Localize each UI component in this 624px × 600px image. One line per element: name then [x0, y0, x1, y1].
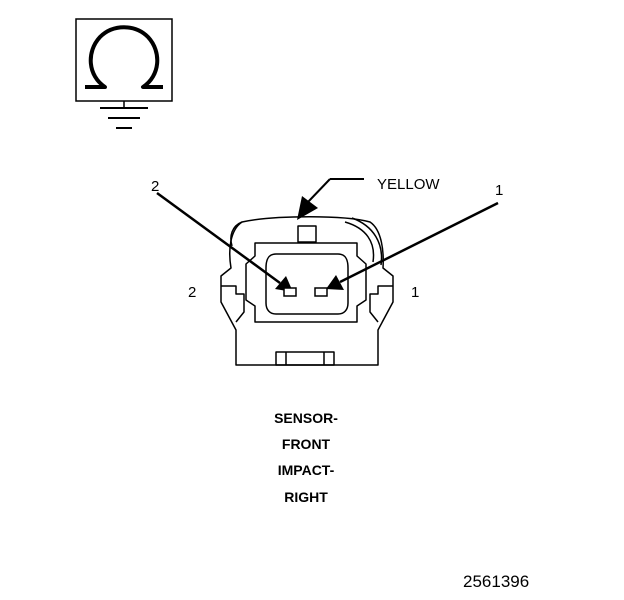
pin-2-terminal: [283, 287, 297, 297]
pin-2-side-label: 2: [188, 284, 196, 301]
pin-1-terminal: [314, 287, 328, 297]
omega-resistance-ground-icon: [75, 18, 173, 129]
figure-number: 2561396: [463, 572, 529, 591]
component-name-line-2: FRONT: [282, 436, 331, 452]
wire-color-leader: [297, 178, 364, 220]
pin-1-callout: 1: [495, 182, 503, 199]
wire-color-label: YELLOW: [377, 176, 440, 193]
pin-1-side-label: 1: [411, 284, 419, 301]
component-name-line-1: SENSOR-: [274, 410, 338, 426]
pin-2-callout: 2: [151, 178, 159, 195]
connector-body: [220, 216, 394, 366]
pin-1-leader: [326, 201, 499, 290]
component-name-line-3: IMPACT-: [278, 462, 335, 478]
component-name-line-4: RIGHT: [284, 489, 328, 505]
